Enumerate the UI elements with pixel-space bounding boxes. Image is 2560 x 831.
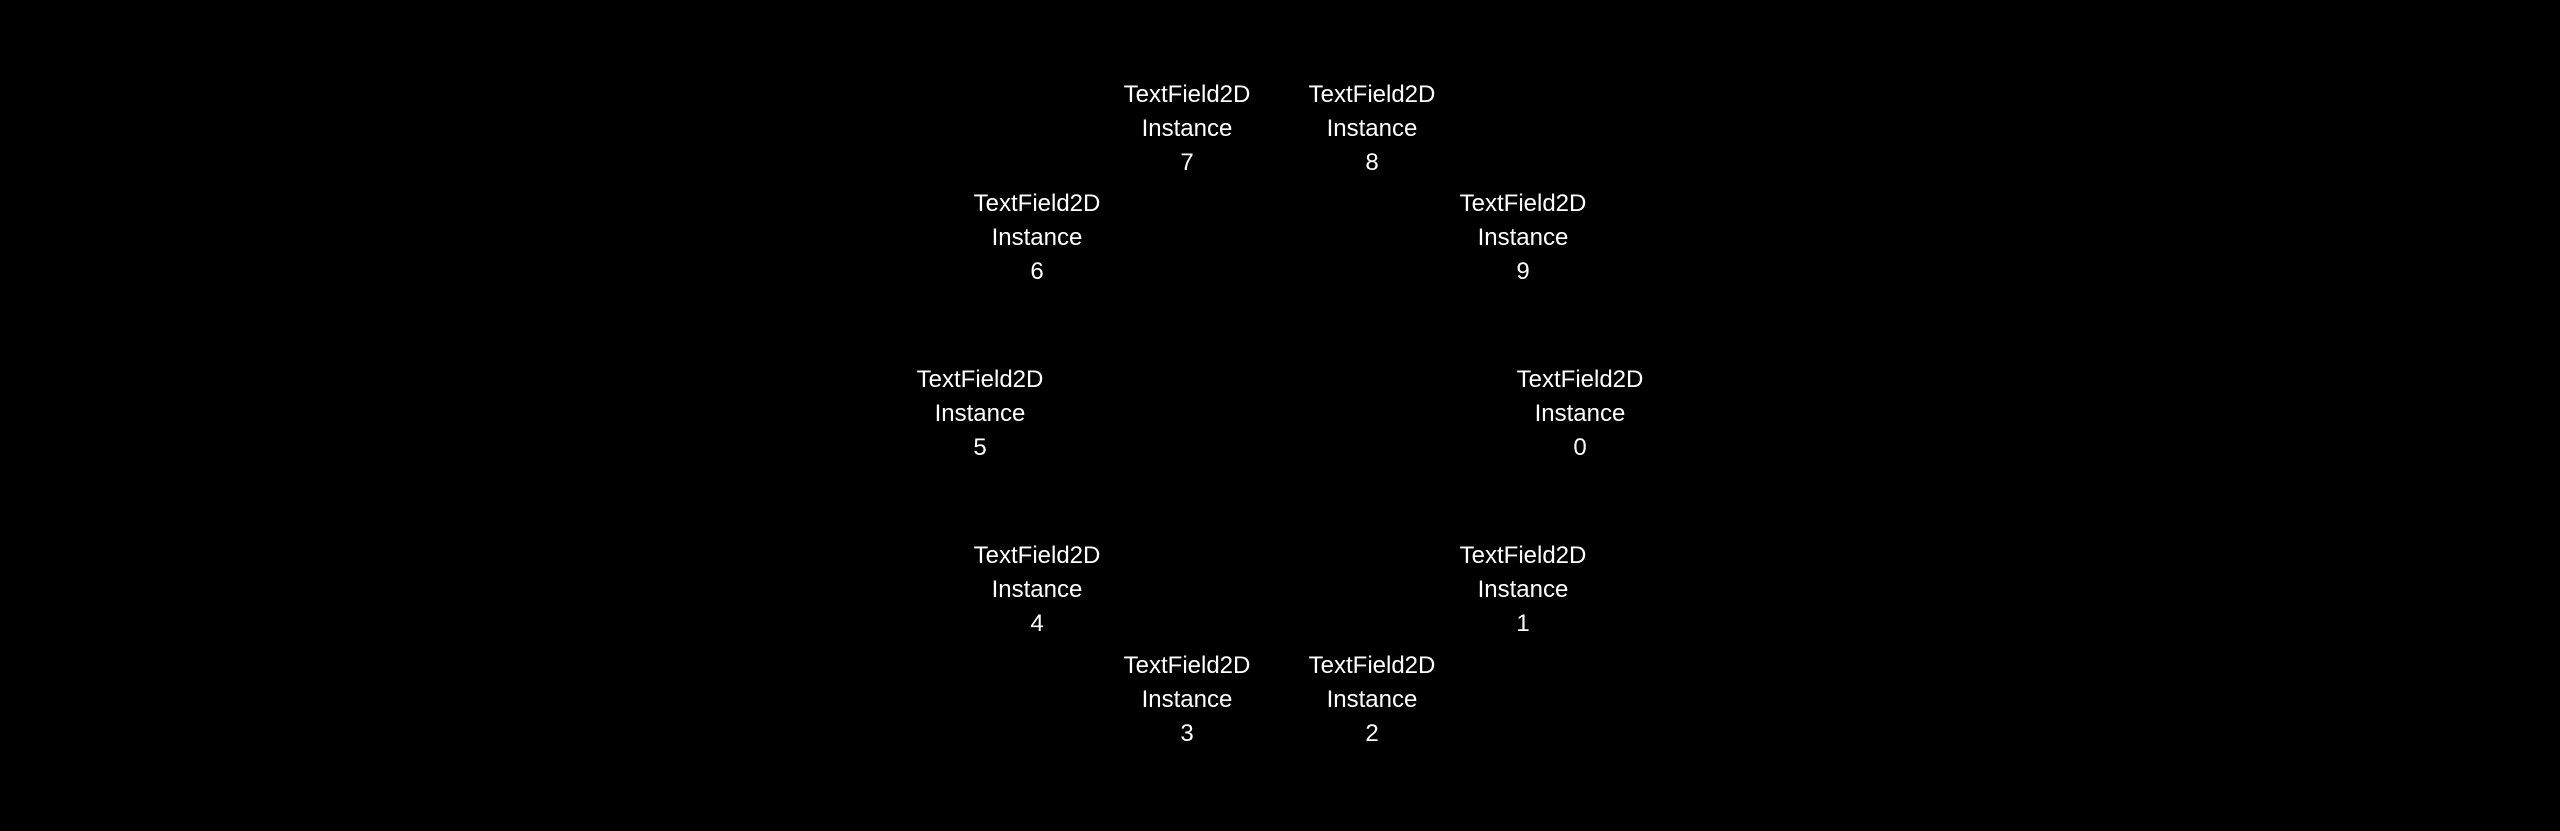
text-field-title: TextField2D — [1459, 542, 1587, 569]
text-field-index: 3 — [1180, 720, 1194, 747]
text-field-subtitle: Instance — [934, 400, 1026, 427]
text-field-subtitle: Instance — [1477, 224, 1569, 251]
text-field-index: 1 — [1516, 610, 1530, 637]
text-field-subtitle: Instance — [1477, 576, 1569, 603]
text-field-index: 2 — [1365, 720, 1379, 747]
text-field-title: TextField2D — [1308, 81, 1436, 108]
text-field-instance-9: TextField2D Instance 9 — [1433, 187, 1613, 289]
text-field-instance-0: TextField2D Instance 0 — [1490, 363, 1670, 465]
text-field-title: TextField2D — [1123, 652, 1251, 679]
text-field-subtitle: Instance — [1141, 115, 1233, 142]
text-field-title: TextField2D — [1459, 190, 1587, 217]
text-field-index: 6 — [1030, 258, 1044, 285]
text-field-subtitle: Instance — [1141, 686, 1233, 713]
text-field-title: TextField2D — [916, 366, 1044, 393]
text-field-instance-4: TextField2D Instance 4 — [947, 539, 1127, 641]
text-field-index: 7 — [1180, 149, 1194, 176]
text-field-instance-5: TextField2D Instance 5 — [890, 363, 1070, 465]
text-field-title: TextField2D — [1516, 366, 1644, 393]
text-field-instance-2: TextField2D Instance 2 — [1282, 649, 1462, 751]
text-field-subtitle: Instance — [1326, 686, 1418, 713]
text-field-subtitle: Instance — [1326, 115, 1418, 142]
text-field-instance-1: TextField2D Instance 1 — [1433, 539, 1613, 641]
text-field-index: 0 — [1573, 434, 1587, 461]
text-field-index: 4 — [1030, 610, 1044, 637]
text-field-subtitle: Instance — [991, 224, 1083, 251]
text-field-index: 5 — [973, 434, 987, 461]
text-field-subtitle: Instance — [1534, 400, 1626, 427]
text-field-instance-7: TextField2D Instance 7 — [1097, 78, 1277, 180]
text-field-instance-6: TextField2D Instance 6 — [947, 187, 1127, 289]
text-field-index: 9 — [1516, 258, 1530, 285]
text-field-index: 8 — [1365, 149, 1379, 176]
text-field-subtitle: Instance — [991, 576, 1083, 603]
text-field-instance-8: TextField2D Instance 8 — [1282, 78, 1462, 180]
text-field-title: TextField2D — [973, 542, 1101, 569]
text-field-title: TextField2D — [1308, 652, 1436, 679]
text-field-title: TextField2D — [973, 190, 1101, 217]
text-field-title: TextField2D — [1123, 81, 1251, 108]
text-field-instance-3: TextField2D Instance 3 — [1097, 649, 1277, 751]
